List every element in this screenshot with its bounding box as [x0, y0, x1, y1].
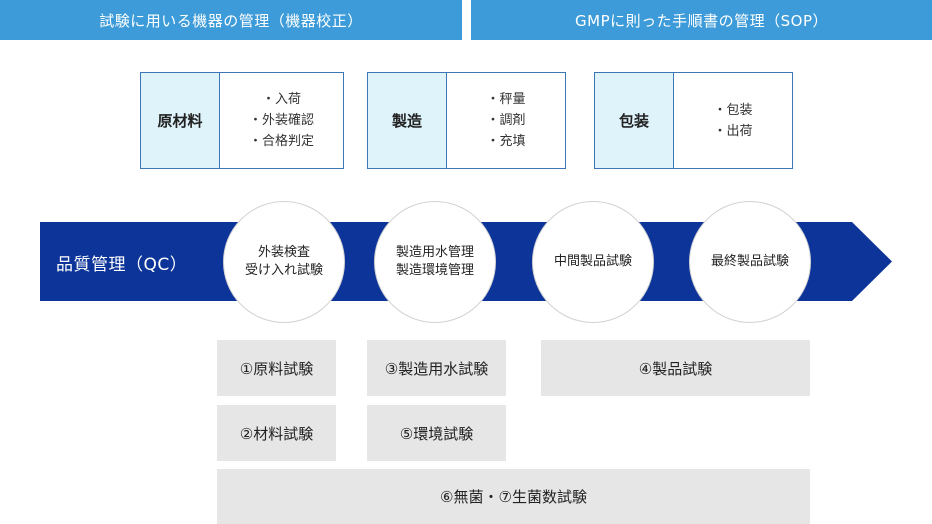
qc-step-text: 中間製品試験	[553, 254, 632, 269]
test-raw-material: ①原料試験	[217, 340, 336, 396]
test-manufacturing-water: ③製造用水試験	[367, 340, 506, 396]
qc-step-text: 製造用水管理	[395, 245, 474, 260]
equipment-calibration-header-text: 試験に用いる機器の管理（機器校正）	[99, 11, 363, 30]
sop-management-header-text: GMPに則った手順書の管理（SOP）	[575, 11, 828, 30]
qc-step-water-environment: 製造用水管理 製造環境管理	[374, 201, 496, 323]
process-box-manufacturing: 製造 秤量 調剤 充填	[367, 72, 566, 169]
qc-label: 品質管理（QC）	[56, 255, 188, 275]
test-material: ②材料試験	[217, 405, 336, 461]
process-item: 調剤	[486, 110, 526, 131]
process-item: 外装確認	[249, 110, 314, 131]
process-item: 秤量	[486, 89, 526, 110]
process-item: 充填	[486, 131, 526, 152]
process-item: 合格判定	[249, 131, 314, 152]
process-item: 包装	[713, 100, 753, 121]
process-box-packaging: 包装 包装 出荷	[594, 72, 793, 169]
test-product: ④製品試験	[541, 340, 810, 396]
sop-management-header: GMPに則った手順書の管理（SOP）	[471, 0, 932, 40]
process-item: 入荷	[262, 89, 301, 110]
process-items-packaging: 包装 出荷	[674, 73, 792, 168]
qc-step-intermediate-test: 中間製品試験	[532, 201, 654, 323]
process-label-raw-materials: 原材料	[141, 73, 220, 168]
qc-step-text: 最終製品試験	[710, 254, 789, 269]
qc-step-incoming-inspection: 外装検査 受け入れ試験	[223, 201, 345, 323]
qc-step-final-test: 最終製品試験	[689, 201, 811, 323]
process-items-manufacturing: 秤量 調剤 充填	[447, 73, 565, 168]
qc-step-text: 製造環境管理	[395, 263, 474, 278]
test-sterility-microbial: ⑥無菌・⑦生菌数試験	[217, 469, 810, 524]
equipment-calibration-header: 試験に用いる機器の管理（機器校正）	[0, 0, 462, 40]
process-items-raw-materials: 入荷 外装確認 合格判定	[220, 73, 343, 168]
qc-step-text: 外装検査	[257, 245, 310, 260]
process-item: 出荷	[713, 121, 753, 142]
qc-step-text: 受け入れ試験	[244, 263, 323, 278]
process-box-raw-materials: 原材料 入荷 外装確認 合格判定	[140, 72, 344, 169]
test-environment: ⑤環境試験	[367, 405, 506, 461]
process-label-manufacturing: 製造	[368, 73, 447, 168]
process-label-packaging: 包装	[595, 73, 674, 168]
